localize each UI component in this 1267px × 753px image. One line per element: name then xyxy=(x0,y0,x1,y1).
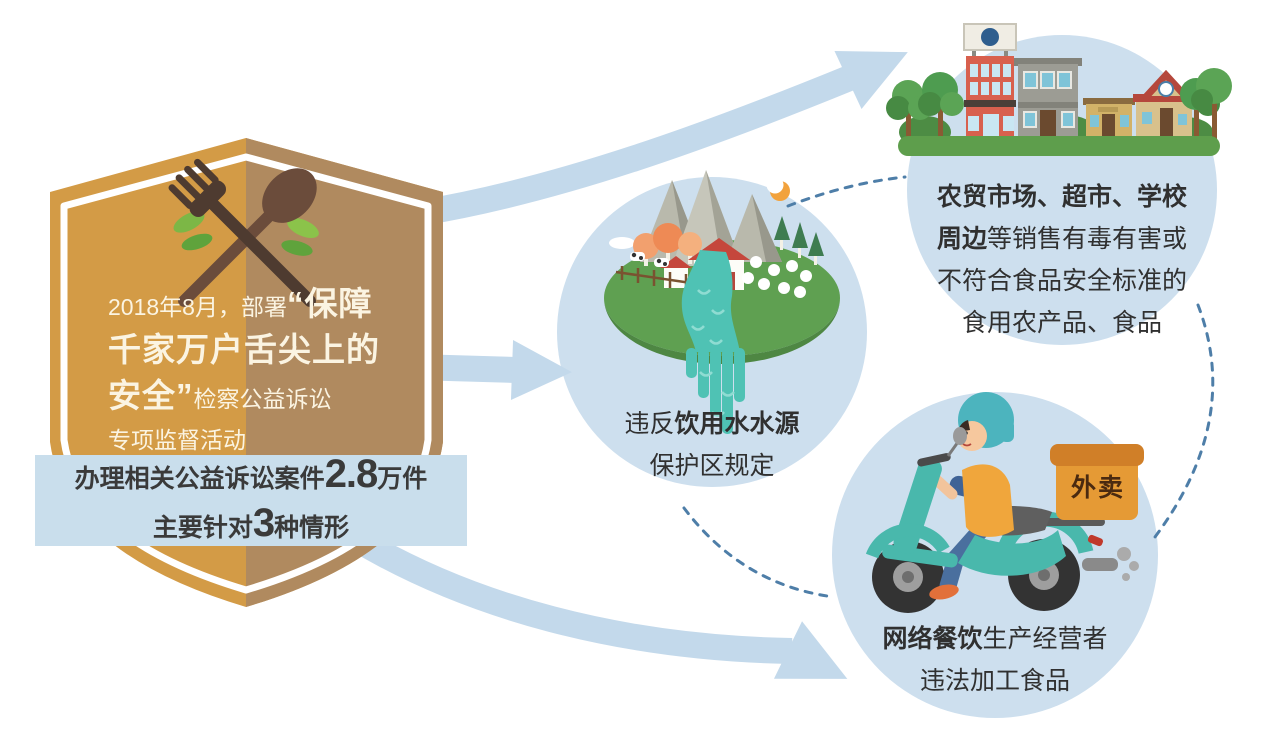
cloud-icon xyxy=(609,237,635,249)
arrow-head xyxy=(834,50,908,110)
dashed-link-water-to-market xyxy=(786,175,907,208)
sheep xyxy=(742,256,812,298)
rider-smile xyxy=(962,443,972,447)
exhaust-smoke xyxy=(1117,547,1139,581)
delivery-regular-text: 生产经营者 xyxy=(982,625,1108,653)
situations-count: 3 xyxy=(252,500,275,545)
fork-spoon-icon xyxy=(168,158,319,307)
street-buildings-illustration xyxy=(886,23,1232,156)
front-fender xyxy=(865,523,950,559)
clock-icon xyxy=(1158,81,1174,97)
delivery-scooter-illustration xyxy=(865,392,1144,613)
market-bold-text: 农贸市场、超市、学校周边 xyxy=(936,183,1187,253)
cows xyxy=(630,252,669,267)
mirror xyxy=(953,427,967,445)
water-regular-text: 违反 xyxy=(624,410,675,438)
shop-sign xyxy=(1098,107,1118,112)
delivery-circle-text: 网络餐饮生产经营者 违法加工食品 xyxy=(845,618,1145,702)
campaign-slogan-text: “保障千家万户舌尖上的安全” xyxy=(108,285,380,415)
arrow-to-delivery xyxy=(348,526,848,679)
stats-line-situations: 主要针对3种情形 xyxy=(153,501,349,550)
situations-label: 主要针对 xyxy=(152,513,253,542)
round-tree xyxy=(1191,68,1232,140)
cases-count: 2.8 xyxy=(324,451,379,496)
scooter-body xyxy=(958,530,1066,576)
water-circle-text: 违反饮用水水源 保护区规定 xyxy=(562,403,862,487)
water-line2: 保护区规定 xyxy=(649,452,775,480)
sun-icon xyxy=(766,176,790,201)
delivery-bold-text: 网络餐饮 xyxy=(882,625,983,653)
cloud-icon xyxy=(837,207,859,217)
gray-building xyxy=(1014,58,1082,138)
exhaust-pipe xyxy=(1082,558,1118,571)
market-circle-text: 农贸市场、超市、学校周边等销售有毒有害或不符合食品安全标准的食用农产品、食品 xyxy=(936,176,1188,344)
waterfall xyxy=(681,250,745,434)
campaign-date-text: 2018年8月，部署 xyxy=(108,294,287,320)
fork-icon xyxy=(168,158,316,307)
helmet-side xyxy=(1000,420,1014,442)
rider-shoe xyxy=(929,584,959,600)
market-regular-text: 等销售有毒有害或不符合食品安全标准的食用农产品、食品 xyxy=(936,225,1188,337)
leaf-icon xyxy=(281,217,319,256)
pine-trees xyxy=(774,216,824,265)
arrow-head xyxy=(773,621,848,679)
stats-line-cases: 办理相关公益诉讼案件2.8万件 xyxy=(75,452,428,501)
billboard-globe-icon xyxy=(981,28,999,46)
grass-strip xyxy=(898,136,1220,156)
water-line1: 违反饮用水水源 xyxy=(562,403,862,445)
fence xyxy=(615,266,699,290)
situations-unit: 种情形 xyxy=(274,513,350,542)
tan-shop xyxy=(1083,98,1135,138)
round-tree xyxy=(918,72,964,142)
cases-label: 办理相关公益诉讼案件 xyxy=(74,464,325,493)
delivery-box-label: 外卖 xyxy=(1070,474,1125,502)
tail-light xyxy=(1087,534,1104,547)
shield-campaign-text: 2018年8月，部署“保障千家万户舌尖上的安全”检察公益诉讼专项监督活动 xyxy=(108,281,400,456)
water-bold-text: 饮用水水源 xyxy=(674,410,800,438)
rider-vest xyxy=(962,464,1014,537)
water-ripples xyxy=(691,289,735,417)
campaign-type-text: 检察公益诉讼 xyxy=(193,386,332,413)
mirror-stem xyxy=(946,441,960,457)
stats-banner: 办理相关公益诉讼案件2.8万件 主要针对3种情形 xyxy=(35,452,467,546)
red-building xyxy=(963,23,1017,138)
arrow-head xyxy=(510,340,572,400)
arrow-to-market xyxy=(417,50,908,226)
island-waterfall-illustration xyxy=(604,170,859,434)
delivery-line1: 网络餐饮生产经营者 xyxy=(845,618,1145,660)
handlebar xyxy=(917,453,951,467)
dashed-link-market-to-delivery xyxy=(1153,303,1215,539)
campaign-activity-text: 专项监督活动 xyxy=(108,426,246,453)
cases-unit: 万件 xyxy=(377,464,428,493)
dashed-link-water-to-delivery xyxy=(682,506,836,599)
delivery-line2: 违法加工食品 xyxy=(919,667,1070,695)
delivery-box-lid xyxy=(1050,444,1144,466)
